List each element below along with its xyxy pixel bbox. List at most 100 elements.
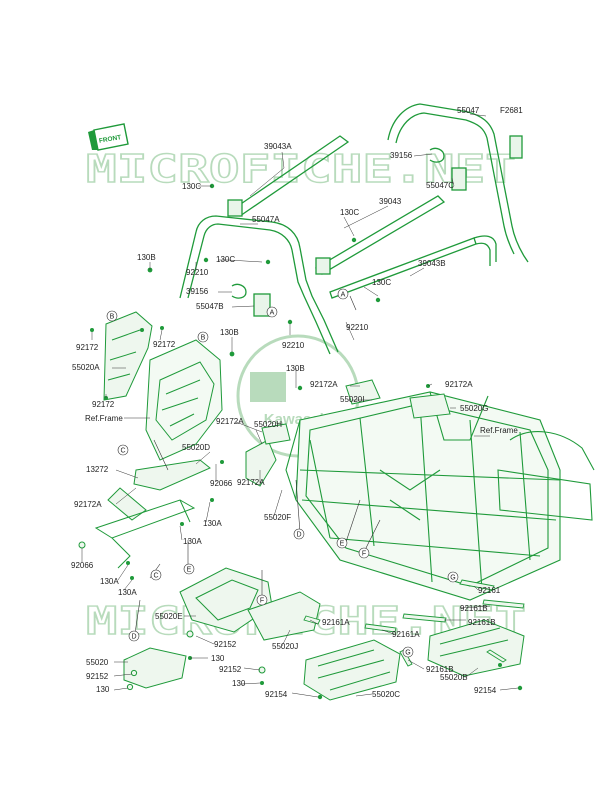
part-label: 39156 (186, 287, 209, 296)
callout-f: F (358, 547, 370, 559)
part-label: 55047C (426, 181, 454, 190)
part-label: 92066 (210, 479, 233, 488)
part-label: 130C (216, 255, 235, 264)
part-label: 92161A (392, 630, 420, 639)
part-label: 55020 (86, 658, 109, 667)
part-label: 55020I (340, 395, 364, 404)
callout-e: E (336, 537, 348, 549)
part-label: 92154 (265, 690, 288, 699)
leader-lines (81, 113, 519, 698)
part-label: 130B (286, 364, 305, 373)
callout-d: D (293, 528, 305, 540)
part-label: 92154 (474, 686, 497, 695)
part-label: 55020B (440, 673, 468, 682)
part-label: 130A (118, 588, 137, 597)
svg-text:C: C (153, 573, 158, 580)
fasteners (78, 183, 523, 700)
floor-panels (123, 567, 525, 701)
part-label: 55020J (272, 642, 298, 651)
part-label: 55020C (372, 690, 400, 699)
part-label: 130C (182, 182, 201, 191)
part-label: 92161A (322, 618, 350, 627)
figure-id: F2681 (500, 106, 523, 115)
callout-g: G (447, 571, 459, 583)
part-label: 130A (183, 537, 202, 546)
part-label: 55020A (72, 363, 100, 372)
svg-text:D: D (296, 532, 301, 539)
part-label: 92152 (86, 672, 109, 681)
watermark-top: MICROFICHE.NET (86, 147, 516, 191)
callouts: A A B B C C D D E E F F G G (106, 288, 459, 658)
part-label: 92210 (282, 341, 305, 350)
svg-text:A: A (341, 292, 346, 299)
svg-text:C: C (120, 448, 125, 455)
part-labels: 55047 39043A 39156 130C 55047C 39043 550… (71, 106, 518, 699)
part-label: 92172 (92, 400, 115, 409)
callout-b: B (197, 331, 209, 343)
part-label: 130B (137, 253, 156, 262)
callout-d: D (128, 630, 140, 642)
callout-c: C (150, 569, 162, 581)
part-label: 92210 (186, 268, 209, 277)
front-badge-text: FRONT (98, 134, 121, 145)
part-label: 13272 (86, 465, 109, 474)
part-label: 130C (372, 278, 391, 287)
part-label: 130B (220, 328, 239, 337)
part-label: 130 (96, 685, 110, 694)
part-label: 55020H (254, 420, 282, 429)
svg-text:B: B (201, 335, 206, 342)
roll-cage (179, 103, 529, 355)
svg-text:D: D (131, 634, 136, 641)
svg-text:F: F (362, 551, 366, 558)
part-label: 39043 (379, 197, 402, 206)
svg-text:G: G (450, 575, 455, 582)
svg-text:E: E (187, 567, 192, 574)
callout-f: F (256, 594, 268, 606)
part-label: 92152 (214, 640, 237, 649)
front-panels (94, 311, 451, 569)
part-label: 55047 (457, 106, 480, 115)
svg-text:A: A (270, 310, 275, 317)
part-label: 130A (203, 519, 222, 528)
svg-text:G: G (405, 650, 410, 657)
part-label: 92152 (219, 665, 242, 674)
part-label: Ref.Frame (480, 426, 518, 435)
main-frame (285, 391, 595, 601)
part-label: 92172A (216, 417, 244, 426)
part-label: 39156 (390, 151, 413, 160)
part-label: 92172A (445, 380, 473, 389)
svg-text:F: F (260, 598, 264, 605)
callout-a: A (266, 306, 278, 318)
part-label: 92172A (74, 500, 102, 509)
part-label: 55020F (264, 513, 291, 522)
part-label: 130 (232, 679, 246, 688)
svg-text:B: B (110, 314, 115, 321)
part-label: 92161B (468, 618, 496, 627)
part-label: 92172A (237, 478, 265, 487)
part-label: 55047B (196, 302, 224, 311)
callout-g: G (402, 646, 414, 658)
part-label: 92161B (460, 604, 488, 613)
part-label: 92210 (346, 323, 369, 332)
part-label: 92172 (153, 340, 176, 349)
front-badge: FRONT (88, 123, 129, 151)
callout-c: C (117, 444, 129, 456)
part-label: 92161B (426, 665, 454, 674)
svg-text:E: E (340, 541, 345, 548)
part-label: 55020E (155, 612, 183, 621)
part-label: 92161 (478, 586, 501, 595)
callout-e: E (183, 563, 195, 575)
part-label: 92172A (310, 380, 338, 389)
part-label: 55020G (460, 404, 488, 413)
part-label: 55020D (182, 443, 210, 452)
part-label: 92172 (76, 343, 99, 352)
part-label: 130 (211, 654, 225, 663)
callout-a: A (337, 288, 349, 300)
part-label: 92066 (71, 561, 94, 570)
part-label: 130C (340, 208, 359, 217)
part-label: 130A (100, 577, 119, 586)
callout-lines (133, 295, 381, 641)
part-label: 55047A (252, 215, 280, 224)
part-label: 39043B (418, 259, 446, 268)
